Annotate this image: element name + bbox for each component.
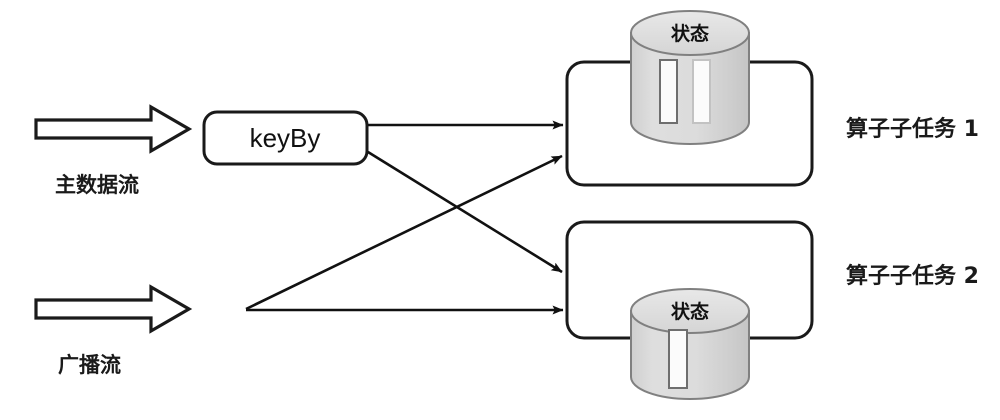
state-bar bbox=[668, 329, 688, 389]
keyby-label: keyBy bbox=[250, 123, 321, 153]
state-cylinder-top bbox=[630, 10, 750, 56]
connection-lines bbox=[245, 120, 564, 315]
broadcast-stream-label: 广播流 bbox=[58, 353, 121, 377]
state-bar bbox=[692, 59, 711, 124]
edge-keyby-to-subtask-2 bbox=[367, 150, 563, 274]
state-cylinder-body bbox=[630, 310, 750, 400]
subtask-1-label: 算子子任务 1 bbox=[846, 116, 979, 142]
main-stream-label: 主数据流 bbox=[55, 173, 139, 197]
state-bar bbox=[659, 59, 678, 124]
subtask-2-label: 算子子任务 2 bbox=[846, 263, 979, 289]
main-stream-arrow bbox=[34, 104, 193, 154]
keyby-box[interactable] bbox=[202, 110, 369, 166]
state-cylinder-top bbox=[630, 288, 750, 334]
state-label: 状态 bbox=[671, 300, 709, 323]
subtask-2-state-cylinder[interactable]: 状态 bbox=[630, 288, 750, 400]
subtask-1-state-cylinder[interactable]: 状态 bbox=[630, 10, 750, 145]
broadcast-stream-arrow bbox=[34, 284, 193, 334]
keyby-node[interactable]: keyBy bbox=[202, 110, 369, 166]
edge-broadcast-to-subtask-1 bbox=[245, 154, 563, 311]
state-label: 状态 bbox=[671, 22, 709, 45]
